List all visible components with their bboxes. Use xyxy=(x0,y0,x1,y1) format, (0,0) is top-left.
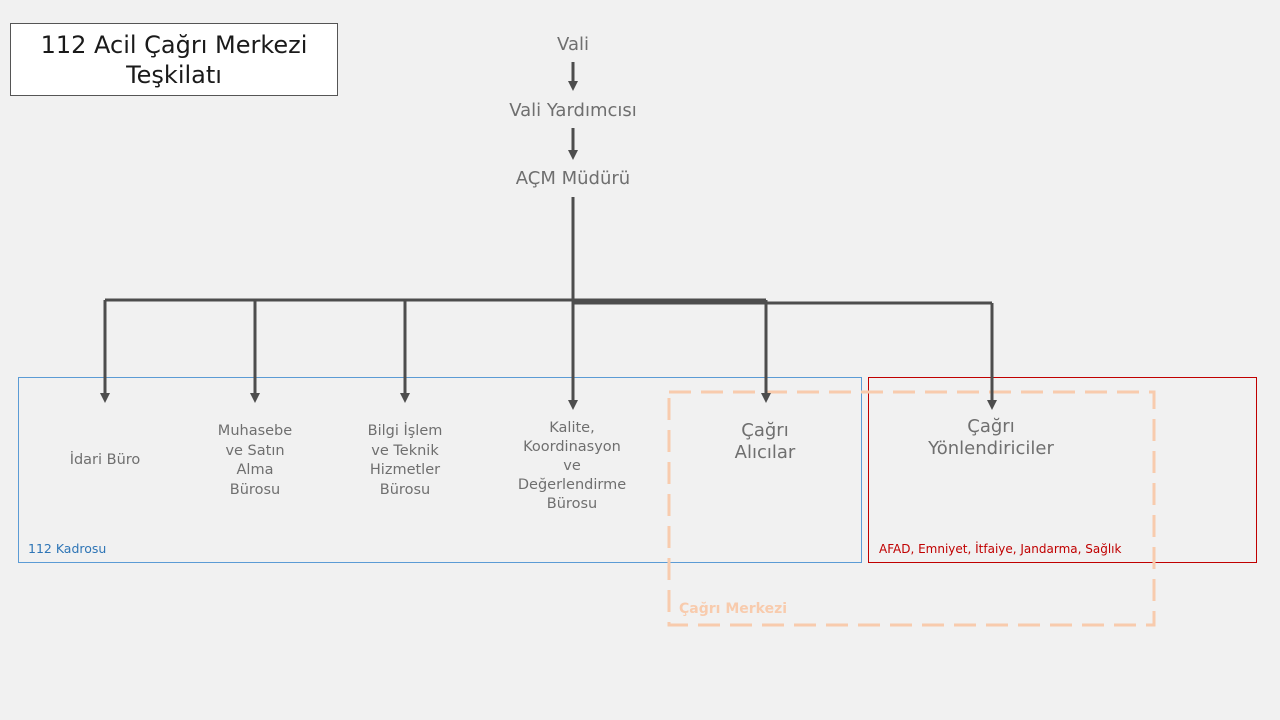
node-line: Çağrı xyxy=(741,420,789,441)
node-bilgi-islem: Bilgi İşlem ve Teknik Hizmetler Bürosu xyxy=(368,422,443,500)
node-line: Yönlendiriciler xyxy=(928,438,1054,459)
node-line: ve Teknik xyxy=(371,442,439,459)
node-line: Bürosu xyxy=(379,481,431,498)
node-cagri-yonlendiriciler: Çağrı Yönlendiriciler xyxy=(928,416,1054,460)
node-line: Bürosu xyxy=(546,496,598,512)
node-vali-yardimcisi: Vali Yardımcısı xyxy=(509,100,637,121)
node-line: ve xyxy=(563,458,581,474)
node-line: Bürosu xyxy=(229,481,281,498)
node-idari-buro: İdari Büro xyxy=(70,451,141,471)
node-line: Değerlendirme xyxy=(517,477,627,493)
node-line: Muhasebe xyxy=(217,423,293,439)
node-line: Koordinasyon xyxy=(523,439,621,455)
node-acm-muduru: AÇM Müdürü xyxy=(515,168,631,189)
node-cagri-alicilar: Çağrı Alıcılar xyxy=(735,420,796,464)
label-cagri-merkezi: Çağrı Merkezi xyxy=(679,601,788,617)
node-line: Alıcılar xyxy=(734,442,796,463)
node-line: Alma xyxy=(236,462,274,478)
node-line: Kalite, xyxy=(549,420,595,436)
label-112-kadrosu: 112 Kadrosu xyxy=(28,541,107,556)
node-vali: Vali xyxy=(557,34,589,55)
node-kalite: Kalite, Koordinasyon ve Değerlendirme Bü… xyxy=(518,419,626,514)
node-line: Bilgi İşlem xyxy=(367,423,443,439)
node-line: Çağrı xyxy=(967,416,1015,437)
node-line: ve Satın xyxy=(225,442,285,459)
node-line: İdari Büro xyxy=(69,452,141,468)
chart-title: 112 Acil Çağrı Merkezi Teşkilatı xyxy=(10,23,338,96)
group-cagri-merkezi xyxy=(667,390,1156,627)
chart-title-line-2: Teşkilatı xyxy=(126,60,222,89)
group-kurumlar xyxy=(868,377,1257,563)
label-kurumlar: AFAD, Emniyet, İtfaiye, Jandarma, Sağlık xyxy=(879,542,1122,556)
group-112-kadrosu xyxy=(18,377,862,563)
node-muhasebe: Muhasebe ve Satın Alma Bürosu xyxy=(218,422,292,500)
node-line: Hizmetler xyxy=(369,462,441,478)
chart-title-line-1: 112 Acil Çağrı Merkezi xyxy=(40,30,308,59)
